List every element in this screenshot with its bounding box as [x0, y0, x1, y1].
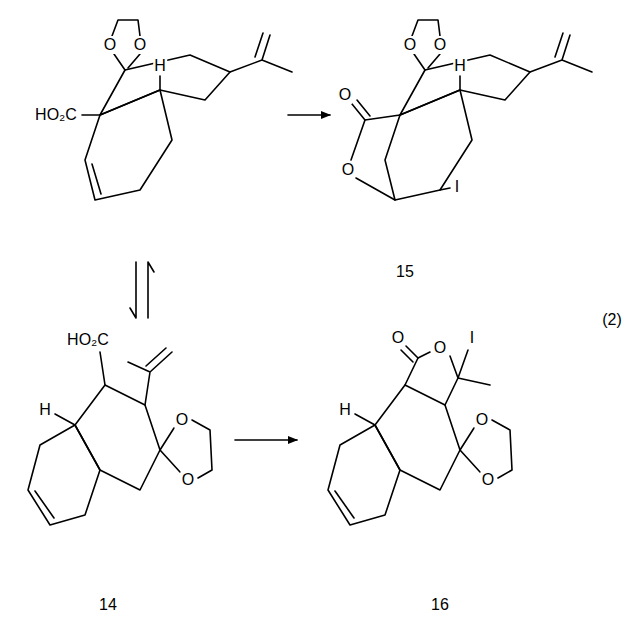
atom-label: H: [453, 57, 467, 75]
equilibrium-half-arrow: [130, 262, 136, 318]
compound-number: 14: [98, 596, 118, 614]
conformer-structure: [28, 348, 212, 525]
atom-label: O: [341, 161, 355, 179]
atom-label: O: [433, 36, 447, 54]
compound-number: 16: [430, 596, 450, 614]
atom-label: O: [403, 36, 417, 54]
group-label: HO₂C: [66, 331, 110, 349]
reaction-arrow: [235, 439, 297, 441]
iodolactone-structure: [351, 20, 592, 200]
equilibrium-half-arrow: [148, 262, 154, 318]
atom-label: H: [38, 401, 52, 419]
atom-label: O: [475, 411, 489, 429]
atom-label: O: [481, 471, 495, 489]
atom-label: O: [433, 339, 447, 357]
atom-label: O: [391, 329, 405, 347]
equation-number: (2): [601, 311, 623, 329]
reaction-arrow: [288, 114, 330, 116]
bridged-lactone-structure: [328, 346, 512, 525]
atom-label: H: [338, 401, 352, 419]
atom-label: O: [338, 86, 352, 104]
atom-label: O: [133, 36, 147, 54]
atom-label: O: [175, 411, 189, 429]
group-label: HO₂C: [34, 106, 78, 124]
acid-structure: [82, 20, 292, 200]
atom-label: I: [454, 178, 460, 196]
atom-label: I: [469, 329, 475, 347]
atom-label: H: [153, 57, 167, 75]
atom-label: O: [103, 36, 117, 54]
atom-label: O: [181, 471, 195, 489]
compound-number: 15: [395, 263, 415, 281]
